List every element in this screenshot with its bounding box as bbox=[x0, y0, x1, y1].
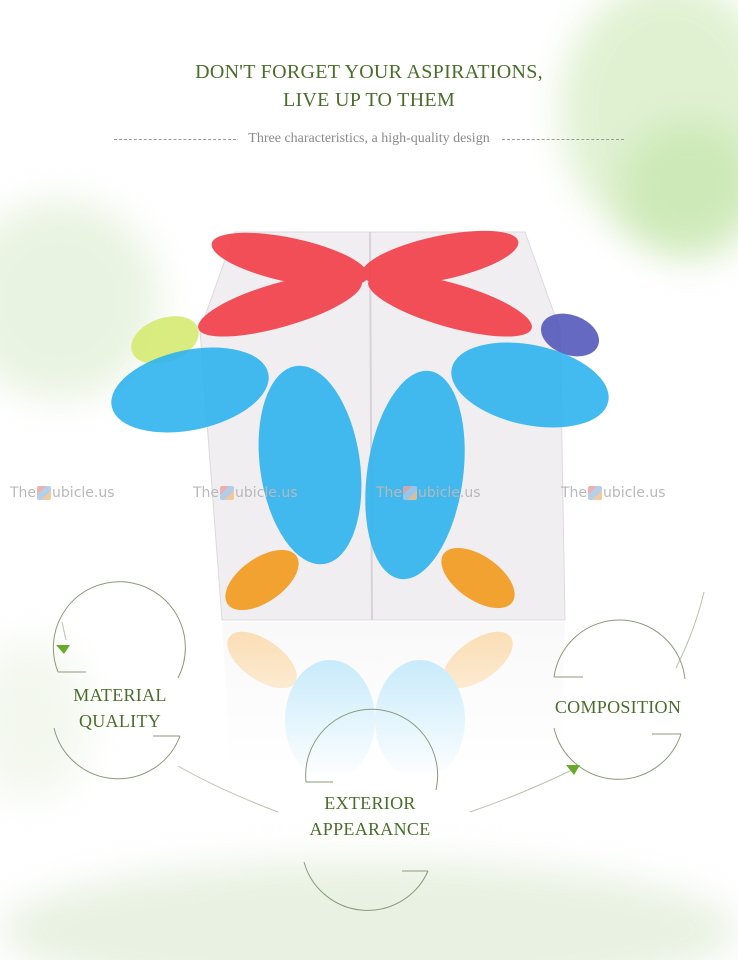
title-line-2: LIVE UP TO THEM bbox=[282, 89, 456, 111]
cube-logo-icon bbox=[37, 486, 52, 500]
feature-composition: COMPOSITION bbox=[554, 697, 682, 717]
cube-logo-icon bbox=[220, 486, 235, 500]
arrow-icon bbox=[56, 645, 70, 654]
cube-logo-icon bbox=[588, 486, 603, 500]
blue-petals bbox=[111, 342, 609, 580]
circle-arc-top bbox=[52, 581, 186, 679]
red-petals bbox=[198, 230, 532, 337]
title-line-1: DON'T FORGET YOUR ASPIRATIONS, bbox=[195, 61, 543, 83]
feature-material-quality: MATERIAL QUALITY bbox=[73, 685, 167, 731]
orange-petals bbox=[225, 547, 515, 611]
page-title: DON'T FORGET YOUR ASPIRATIONS, LIVE UP T… bbox=[0, 58, 738, 114]
arrow-icon bbox=[566, 765, 580, 775]
cube-logo-icon bbox=[403, 486, 418, 500]
feature-exterior-appearance: EXTERIOR APPEARANCE bbox=[309, 793, 431, 839]
divider-left bbox=[114, 138, 237, 140]
subtitle-row: Three characteristics, a high-quality de… bbox=[0, 131, 738, 147]
subtitle: Three characteristics, a high-quality de… bbox=[248, 131, 490, 146]
divider-right bbox=[501, 138, 624, 140]
